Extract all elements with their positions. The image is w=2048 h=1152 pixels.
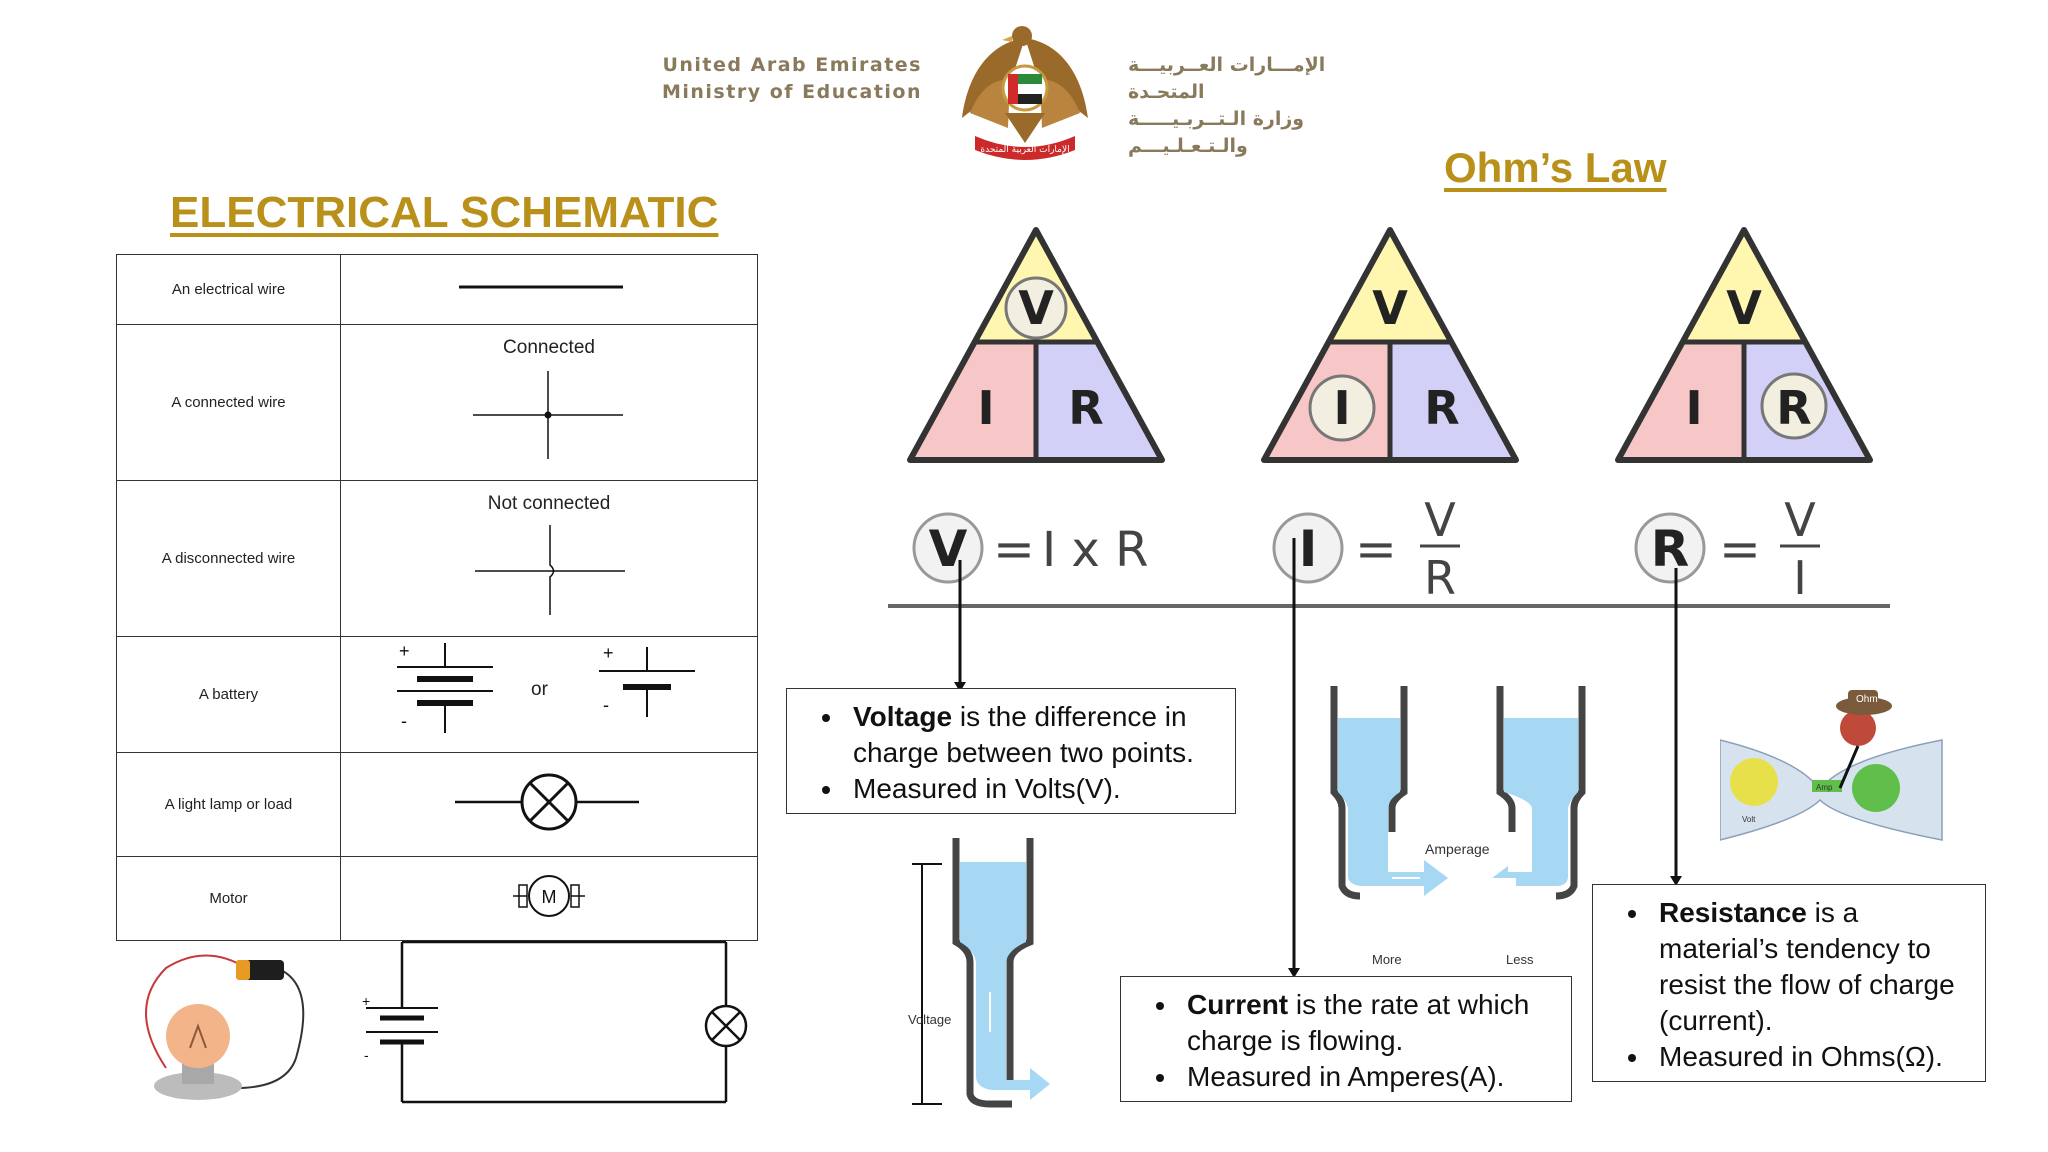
symbol-cell: Not connected	[340, 480, 758, 637]
voltage-definition-text: is the difference in charge between two …	[853, 701, 1194, 768]
symbol-cell: + - + - or	[340, 636, 758, 753]
formula3-num: V	[1784, 493, 1816, 547]
table-row: A light lamp or load	[116, 752, 758, 857]
row-label: A disconnected wire	[116, 480, 341, 637]
motor-symbol: M	[513, 875, 585, 917]
resistance-definition: Resistance is a material’s tendency to r…	[1651, 895, 1985, 1039]
formula3-subject: R	[1651, 520, 1690, 578]
lamp-symbol	[455, 773, 639, 831]
tri2-left: I	[1333, 381, 1350, 435]
motor-letter: M	[542, 887, 557, 907]
english-line-2: Ministry of Education	[661, 81, 922, 103]
resistance-definition-text: is a material’s tendency to resist the f…	[1659, 897, 1955, 1036]
tri1-right: R	[1068, 381, 1103, 435]
current-term: Current	[1187, 989, 1289, 1020]
battery-plus: +	[399, 641, 410, 661]
symbol-cell: M	[340, 856, 758, 941]
voltage-term: Voltage	[853, 701, 953, 732]
amperage-label: Amperage	[1425, 841, 1490, 857]
schematic-table: An electrical wire A connected wire Conn…	[116, 254, 758, 941]
table-row: Motor M	[116, 856, 758, 941]
tri3-top: V	[1726, 281, 1762, 335]
triangle-2: V I R	[1261, 227, 1519, 463]
english-line-1: United Arab Emirates	[662, 54, 922, 76]
uae-emblem-logo: الإمارات العربية المتحدة	[962, 26, 1088, 160]
tri2-right: R	[1424, 381, 1459, 435]
current-info-box: Current is the rate at which charge is f…	[1120, 976, 1572, 1102]
circuit-plus: +	[362, 993, 370, 1009]
tri3-left: I	[1685, 381, 1702, 435]
resistance-info-box: Resistance is a material’s tendency to r…	[1592, 884, 1986, 1082]
triangle-1: V I R	[907, 227, 1165, 463]
row-label: Motor	[116, 856, 341, 941]
emblem-ribbon-text: الإمارات العربية المتحدة	[980, 145, 1069, 155]
arabic-line-2: وزارة الـتــربـيـــــة والـتـعـلـيـــم	[1128, 108, 1305, 157]
tri1-top: V	[1018, 281, 1054, 335]
ministry-name-english: United Arab Emirates Ministry of Educati…	[652, 52, 922, 106]
resistance-unit: Measured in Ohms(Ω).	[1651, 1039, 1985, 1075]
volt-label: Volt	[1742, 815, 1756, 824]
voltage-unit: Measured in Volts(V).	[845, 771, 1235, 807]
table-row: A disconnected wire Not connected	[116, 480, 758, 637]
formula2-eq: =	[1355, 520, 1397, 578]
connected-caption: Connected	[503, 337, 595, 358]
formula1-eq: =	[993, 520, 1035, 578]
table-row: A battery + - + - or	[116, 636, 758, 753]
formula1-rhs: I x R	[1042, 522, 1148, 578]
wire-symbol	[459, 285, 623, 289]
bulb-circuit-illustration	[145, 954, 305, 1100]
symbol-cell	[340, 752, 758, 857]
table-row: A connected wire Connected	[116, 324, 758, 481]
tri1-left: I	[977, 381, 994, 435]
symbol-cell: Connected	[340, 324, 758, 481]
tri3-right: R	[1776, 381, 1811, 435]
row-label: A battery	[116, 636, 341, 753]
disconnected-wire-symbol	[475, 525, 625, 615]
more-label: More	[1372, 952, 1402, 967]
ohm-hat-label: Ohm	[1856, 694, 1878, 705]
row-label: A connected wire	[116, 324, 341, 481]
ohms-triangles: V I R V I R V I R	[907, 227, 1873, 463]
ohm-cartoon-illustration: Ohm Volt Amp	[1720, 690, 1943, 841]
voltage-water-illustration: Voltage	[908, 838, 1050, 1108]
or-text: or	[531, 679, 549, 700]
battery2-plus: +	[603, 643, 614, 663]
voltage-info-box: Voltage is the difference in charge betw…	[786, 688, 1236, 814]
triangle-3: V I R	[1615, 227, 1873, 463]
tri2-top: V	[1372, 281, 1408, 335]
voltage-label: Voltage	[908, 1012, 951, 1027]
voltage-definition: Voltage is the difference in charge betw…	[845, 699, 1235, 771]
ohms-law-title: Ohm’s Law	[1444, 144, 1667, 191]
row-label: A light lamp or load	[116, 752, 341, 857]
symbol-cell	[340, 254, 758, 325]
formula3-eq: =	[1719, 520, 1761, 578]
row-label: An electrical wire	[116, 254, 341, 325]
connected-wire-symbol	[473, 371, 623, 459]
ministry-name-arabic: الإمـــارات العــربيـــة المتحـدة وزارة …	[1128, 52, 1398, 160]
table-row: An electrical wire	[116, 254, 758, 325]
battery-symbols: + - + - or	[397, 641, 695, 733]
current-definition: Current is the rate at which charge is f…	[1179, 987, 1571, 1059]
schematic-title: ELECTRICAL SCHEMATIC	[170, 188, 719, 237]
current-unit: Measured in Amperes(A).	[1179, 1059, 1571, 1095]
amp-label: Amp	[1816, 783, 1833, 792]
amperage-water-illustration: Amperage More Less	[1330, 686, 1586, 967]
formula2-subject: I	[1299, 520, 1318, 578]
not-connected-caption: Not connected	[487, 493, 611, 514]
resistance-term: Resistance	[1659, 897, 1807, 928]
formula3-den: I	[1793, 551, 1807, 605]
current-definition-text: is the rate at which charge is flowing.	[1187, 989, 1530, 1056]
arabic-line-1: الإمـــارات العــربيـــة المتحـدة	[1128, 54, 1326, 103]
circuit-diagram: + -	[362, 940, 748, 1104]
battery-minus: -	[401, 711, 407, 731]
formula1-subject: V	[929, 520, 968, 578]
circuit-minus: -	[364, 1047, 369, 1063]
less-label: Less	[1506, 952, 1534, 967]
ohms-formulas: V = I x R I = V R R = V I	[888, 493, 1890, 978]
formula2-num: V	[1424, 493, 1456, 547]
formula2-den: R	[1424, 551, 1456, 605]
battery2-minus: -	[603, 695, 609, 715]
